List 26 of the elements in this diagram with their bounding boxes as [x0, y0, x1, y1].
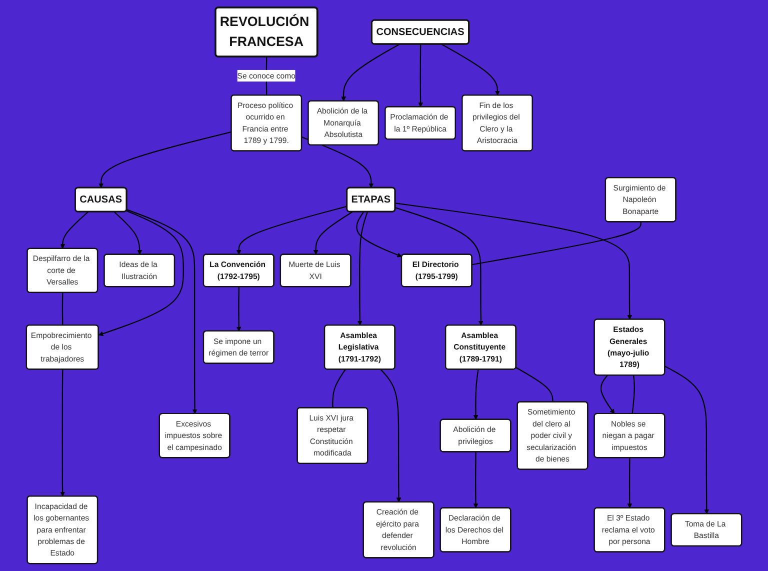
arrow [126, 209, 198, 414]
arrow [380, 369, 402, 502]
arrow [418, 44, 423, 108]
arrow [60, 211, 88, 249]
arrow [441, 44, 500, 96]
arrow [60, 369, 66, 497]
arrow [236, 206, 348, 255]
arrow [395, 202, 632, 320]
arrow [341, 44, 400, 102]
concept-box: CAUSAS [74, 186, 128, 212]
arrow [395, 207, 484, 326]
arrow [114, 211, 142, 255]
arrow [357, 212, 368, 326]
arrow [473, 452, 478, 508]
arrow [627, 458, 632, 508]
concept-box: REVOLUCIÓN FRANCESA [214, 6, 318, 58]
arrow [236, 286, 242, 332]
arrow [98, 131, 232, 188]
arrow [98, 210, 184, 336]
concept-box: CONSECUENCIAS [371, 19, 470, 45]
arrow [473, 369, 479, 420]
arrow [356, 212, 402, 258]
arrow [664, 366, 710, 514]
concept-box: ETAPAS [346, 186, 396, 212]
arrow [313, 211, 353, 255]
arrow [600, 374, 615, 414]
